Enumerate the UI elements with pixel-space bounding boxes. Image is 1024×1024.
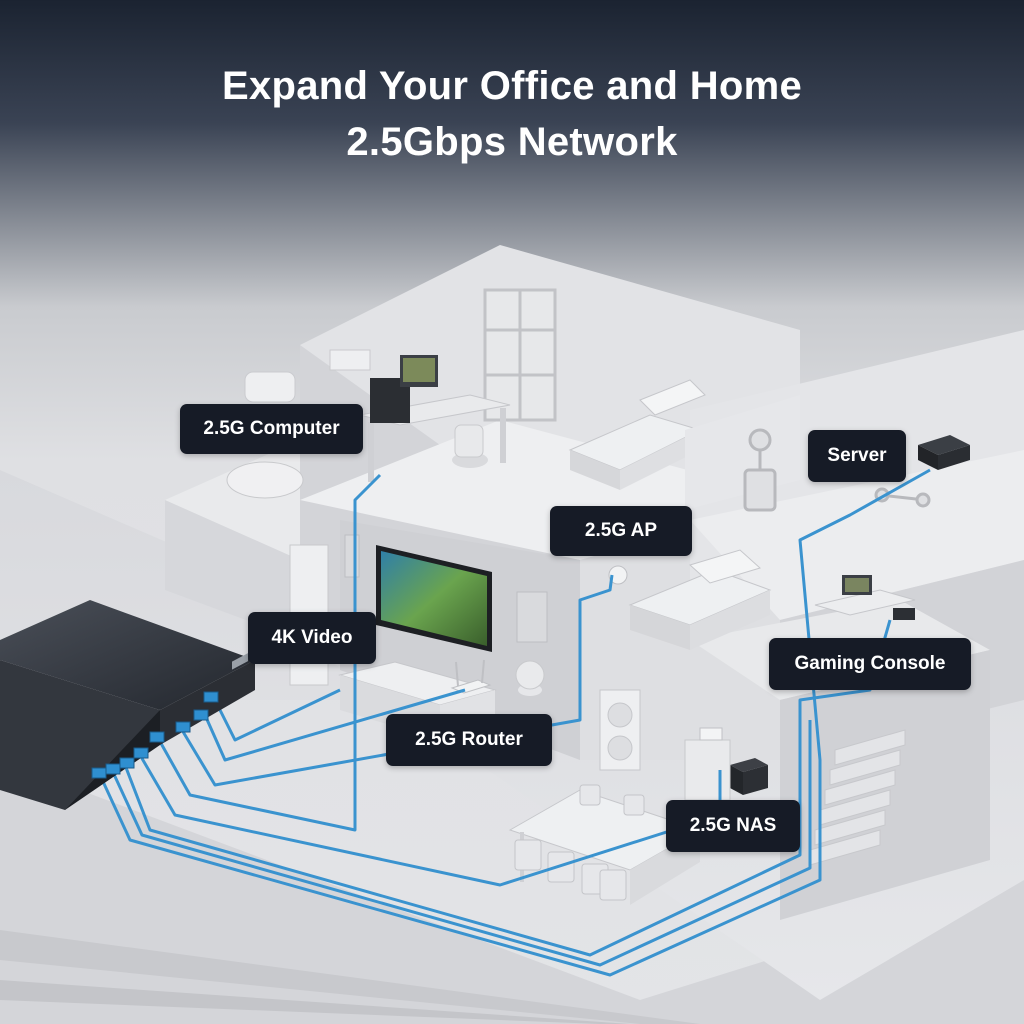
right-wing-floor: [690, 450, 1024, 620]
living-room-tv: [376, 545, 492, 652]
label-gaming: Gaming Console: [769, 638, 971, 690]
bath-heater: [244, 371, 296, 403]
wall-ac-unit: [329, 349, 371, 371]
gaming-desk: [814, 575, 916, 620]
access-point-device: [608, 565, 628, 585]
base-step-2: [0, 980, 630, 1024]
switch-ports: [91, 691, 219, 779]
label-router: 2.5G Router: [386, 714, 552, 766]
printer: [699, 727, 723, 741]
wall-picture-frame: [516, 591, 548, 643]
lower-bed: [628, 549, 772, 650]
label-nas: 2.5G NAS: [666, 800, 800, 852]
label-computer: 2.5G Computer: [180, 404, 363, 454]
label-video: 4K Video: [248, 612, 376, 664]
dining-chairs: [514, 784, 645, 901]
headline-line-1: Expand Your Office and Home: [221, 64, 803, 108]
bath-platform-side: [165, 500, 300, 640]
network-cables: [98, 468, 931, 977]
headline-line-2: 2.5Gbps Network: [346, 120, 678, 164]
bathtub: [226, 461, 304, 499]
bookshelf: [483, 288, 557, 422]
server-box: [918, 435, 970, 470]
nas-stand: [684, 739, 731, 801]
desk-computer: [359, 355, 511, 482]
gym-equipment: [743, 428, 931, 512]
label-server: Server: [808, 430, 906, 482]
headline: Expand Your Office and Home 2.5Gbps Netw…: [0, 58, 1024, 170]
staircase: [809, 729, 906, 866]
upper-bed: [568, 379, 706, 490]
ground-slab: [0, 760, 1024, 1024]
nas-device: [730, 758, 768, 795]
plant: [515, 660, 545, 690]
wall-picture-frame-2: [344, 534, 360, 578]
label-ap: 2.5G AP: [550, 506, 692, 556]
base-step-1: [0, 930, 700, 1024]
speaker-tower: [599, 689, 641, 771]
